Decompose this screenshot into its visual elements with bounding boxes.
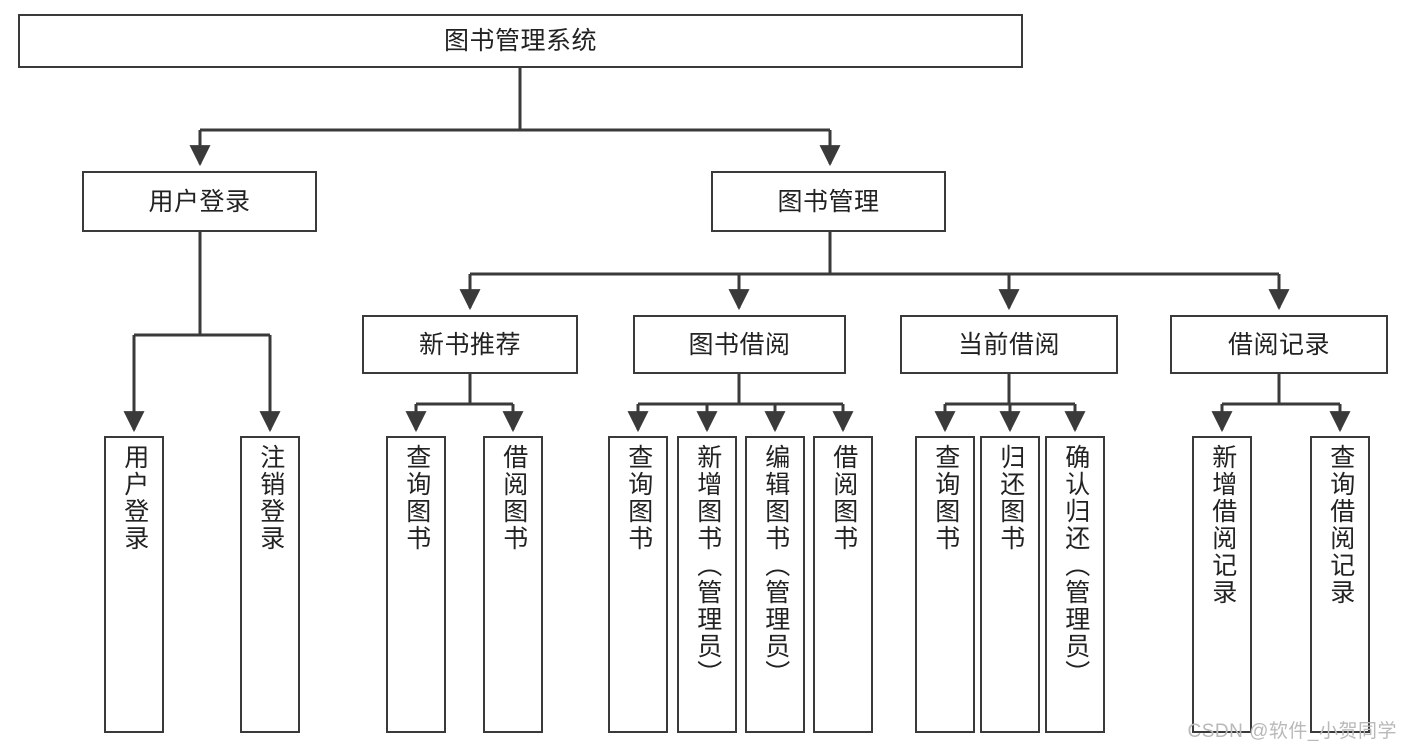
node-new-book-rec[interactable]: 新书推荐: [362, 315, 578, 374]
leaf-query-book-3-label: 查询图书: [931, 444, 960, 552]
leaf-borrow-book-1[interactable]: 借阅图书: [483, 436, 543, 733]
leaf-add-book[interactable]: 新增图书（管理员）: [677, 436, 737, 733]
node-borrow-record-label: 借阅记录: [1227, 330, 1330, 359]
leaf-add-record-label: 新增借阅记录: [1208, 444, 1237, 606]
leaf-query-record-label: 查询借阅记录: [1326, 444, 1355, 606]
node-borrow-record[interactable]: 借阅记录: [1170, 315, 1388, 374]
leaf-query-book-1-label: 查询图书: [402, 444, 431, 552]
node-user-login[interactable]: 用户登录: [82, 171, 317, 232]
watermark: CSDN @软件_小贺同学: [1187, 721, 1397, 742]
node-book-manage[interactable]: 图书管理: [711, 171, 946, 232]
leaf-query-book-2-label: 查询图书: [624, 444, 653, 552]
leaf-return-book-label: 归还图书: [996, 444, 1025, 552]
leaf-edit-book-label: 编辑图书（管理员）: [761, 444, 790, 687]
leaf-query-book-3[interactable]: 查询图书: [915, 436, 975, 733]
leaf-query-book-1[interactable]: 查询图书: [386, 436, 446, 733]
leaf-edit-book[interactable]: 编辑图书（管理员）: [745, 436, 805, 733]
leaf-add-book-label: 新增图书（管理员）: [693, 444, 722, 687]
leaf-query-record[interactable]: 查询借阅记录: [1310, 436, 1370, 733]
node-book-manage-label: 图书管理: [777, 187, 880, 216]
leaf-borrow-book-2-label: 借阅图书: [829, 444, 858, 552]
leaf-logout-label: 注销登录: [256, 444, 285, 552]
node-book-borrow[interactable]: 图书借阅: [633, 315, 846, 374]
leaf-add-record[interactable]: 新增借阅记录: [1192, 436, 1252, 733]
node-new-book-rec-label: 新书推荐: [418, 330, 521, 359]
node-root-label: 图书管理系统: [443, 27, 597, 55]
leaf-confirm-return[interactable]: 确认归还（管理员）: [1045, 436, 1105, 733]
node-book-borrow-label: 图书借阅: [688, 330, 791, 359]
leaf-query-book-2[interactable]: 查询图书: [608, 436, 668, 733]
leaf-user-login[interactable]: 用户登录: [104, 436, 164, 733]
node-root[interactable]: 图书管理系统: [18, 14, 1023, 68]
leaf-borrow-book-1-label: 借阅图书: [499, 444, 528, 552]
leaf-return-book[interactable]: 归还图书: [980, 436, 1040, 733]
node-user-login-label: 用户登录: [148, 187, 251, 216]
leaf-borrow-book-2[interactable]: 借阅图书: [813, 436, 873, 733]
leaf-logout[interactable]: 注销登录: [240, 436, 300, 733]
leaf-confirm-return-label: 确认归还（管理员）: [1061, 444, 1090, 687]
node-current-borrow[interactable]: 当前借阅: [900, 315, 1118, 374]
leaf-user-login-label: 用户登录: [120, 444, 149, 552]
node-current-borrow-label: 当前借阅: [957, 330, 1060, 359]
